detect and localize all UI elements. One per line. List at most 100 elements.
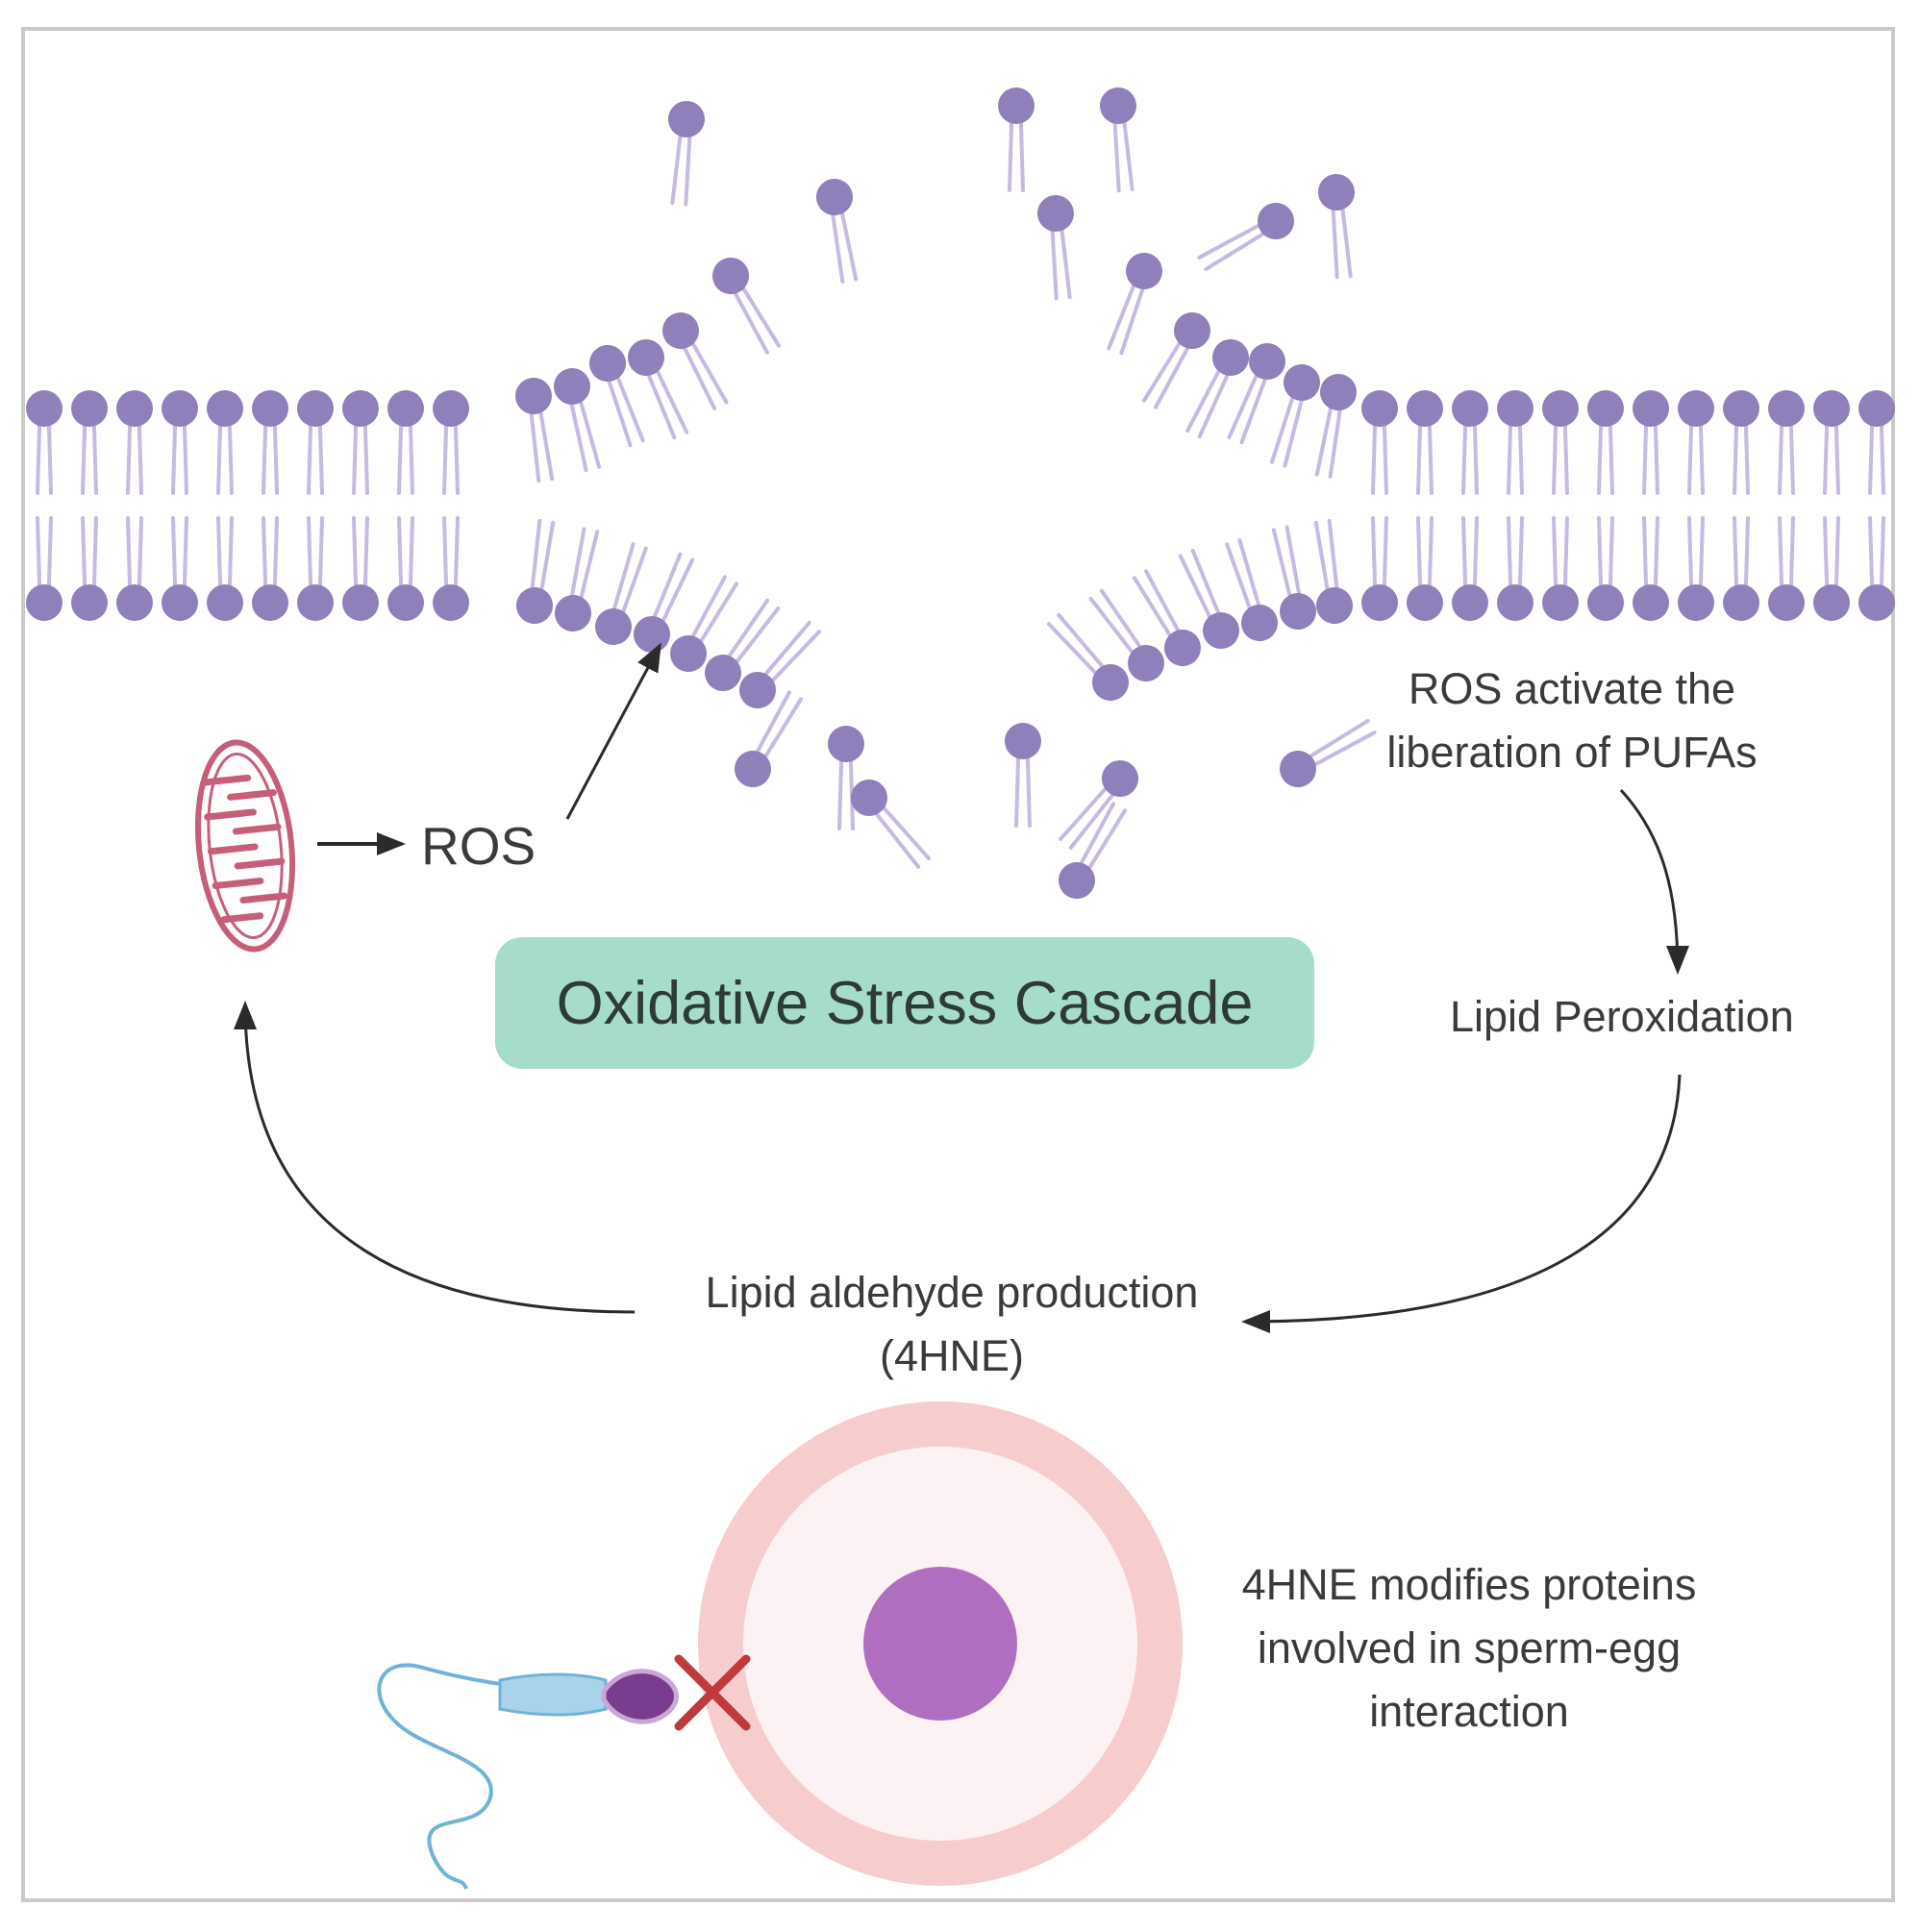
phospholipid-icon [712, 258, 782, 355]
phospholipid-icon [297, 516, 334, 621]
phospholipid-icon [1542, 516, 1579, 621]
phospholipid-icon [1005, 723, 1041, 828]
ros-to-membrane-arrow [565, 642, 661, 820]
modifies-line-1: 4HNE modifies proteins [1241, 1560, 1697, 1609]
liberation-line-1: ROS activate the [1408, 664, 1736, 713]
phospholipid-icon [670, 575, 739, 672]
aldehyde-line-1: Lipid aldehyde production [705, 1268, 1199, 1317]
phospholipid-icon [1100, 87, 1136, 193]
phospholipid-icon [739, 620, 822, 708]
phospholipid-icon [554, 368, 602, 473]
phospholipid-icon [1587, 390, 1624, 495]
aldehyde-label: Lipid aldehyde production (4HNE) [654, 1261, 1250, 1388]
egg-cell-icon [698, 1401, 1183, 1886]
phospholipid-icon [252, 516, 288, 621]
modifies-line-2: involved in sperm-egg [1257, 1623, 1682, 1672]
phospholipid-icon [1280, 718, 1377, 787]
phospholipid-icon [662, 312, 729, 410]
phospholipid-icon [1185, 339, 1249, 439]
phospholipid-icon [1813, 516, 1850, 621]
phospholipid-icon [1678, 516, 1714, 621]
diagram-title: Oxidative Stress Cascade [556, 969, 1254, 1037]
phospholipid-icon [26, 516, 62, 621]
phospholipid-icon [1858, 516, 1895, 621]
phospholipid-icon [1858, 390, 1895, 495]
phospholipid-icon [1723, 516, 1759, 621]
phospholipid-icon [735, 690, 804, 787]
phospholipid-icon [1361, 516, 1398, 621]
phospholipid-icon [116, 390, 153, 495]
phospholipid-icon [515, 378, 555, 483]
phospholipid-icon [1059, 802, 1128, 899]
phospholipid-icon [1768, 516, 1805, 621]
phospholipid-icon [342, 516, 379, 621]
phospholipid-icon [705, 598, 781, 691]
liberation-to-peroxidation-arrow [1619, 788, 1689, 975]
ros-label: ROS [421, 816, 536, 876]
phospholipid-icon [589, 345, 645, 448]
phospholipid-icon [297, 390, 334, 495]
phospholipid-icon [207, 516, 243, 621]
phospholipid-icon [1407, 516, 1443, 621]
phospholipid-icon [1141, 312, 1210, 409]
phospholipid-icon [342, 390, 379, 495]
phospholipid-icon [116, 516, 153, 621]
phospholipid-icon [1088, 588, 1164, 681]
phospholipid-icon [387, 516, 424, 621]
phospholipid-icon [1132, 569, 1201, 666]
phospholipid-icon [1497, 390, 1534, 495]
phospholipid-icon [26, 390, 62, 495]
aldehyde-to-mito-arrow [234, 1001, 636, 1314]
phospholipid-icon [1633, 516, 1669, 621]
phospholipid-icon [998, 87, 1035, 192]
aldehyde-line-2: (4HNE) [879, 1331, 1024, 1380]
phospholipid-icon [1313, 518, 1353, 624]
phospholipid-icon [162, 516, 198, 621]
phospholipid-icon [1497, 516, 1534, 621]
sperm-icon [377, 1663, 679, 1890]
phospholipid-icon [1452, 516, 1488, 621]
phospholipid-icon [516, 518, 556, 624]
cross-icon [674, 1654, 751, 1731]
phospholipid-icon [1270, 364, 1320, 468]
phospholipid-icon [1059, 760, 1138, 850]
phospholipid-icon [71, 516, 108, 621]
phospholipid-icon [828, 726, 864, 830]
phospholipid-icon [71, 390, 108, 495]
phospholipid-icon [1678, 390, 1714, 495]
phospholipid-icon [1407, 390, 1443, 495]
modifies-label: 4HNE modifies proteins involved in sperm… [1200, 1553, 1738, 1744]
phospholipid-icon [1723, 390, 1759, 495]
free-phospholipids [668, 87, 1377, 899]
phospholipid-icon [555, 527, 600, 632]
phospholipid-icon [1227, 343, 1285, 445]
phospholipid-icon [252, 390, 288, 495]
phospholipid-icon [1813, 390, 1850, 495]
phospholipid-icon [1314, 374, 1357, 479]
phospholipid-icon [1225, 538, 1278, 641]
phospholipid-icon [1452, 390, 1488, 495]
phospholipid-icon [1768, 390, 1805, 495]
title-box: Oxidative Stress Cascade [495, 937, 1314, 1069]
phospholipid-icon [433, 516, 469, 621]
phospholipid-icon [595, 542, 648, 645]
phospholipid-bilayer [26, 312, 1895, 708]
phospholipid-icon [1197, 203, 1294, 272]
phospholipid-icon [1633, 390, 1669, 495]
phospholipid-icon [1178, 548, 1239, 649]
phospholipid-icon [851, 780, 931, 869]
phospholipid-icon [387, 390, 424, 495]
phospholipid-icon [1542, 390, 1579, 495]
peroxidation-to-aldehyde-arrow [1241, 1074, 1682, 1333]
phospholipid-icon [1587, 516, 1624, 621]
phospholipid-icon [433, 390, 469, 495]
liberation-line-2: liberation of PUFAs [1386, 728, 1758, 777]
mitochondrion-icon [194, 739, 296, 953]
peroxidation-label: Lipid Peroxidation [1450, 992, 1794, 1041]
phospholipid-icon [628, 339, 689, 440]
phospholipid-icon [1107, 253, 1162, 356]
phospholipid-icon [1046, 612, 1129, 701]
phospholipid-icon [668, 101, 705, 207]
modifies-line-3: interaction [1369, 1687, 1569, 1736]
